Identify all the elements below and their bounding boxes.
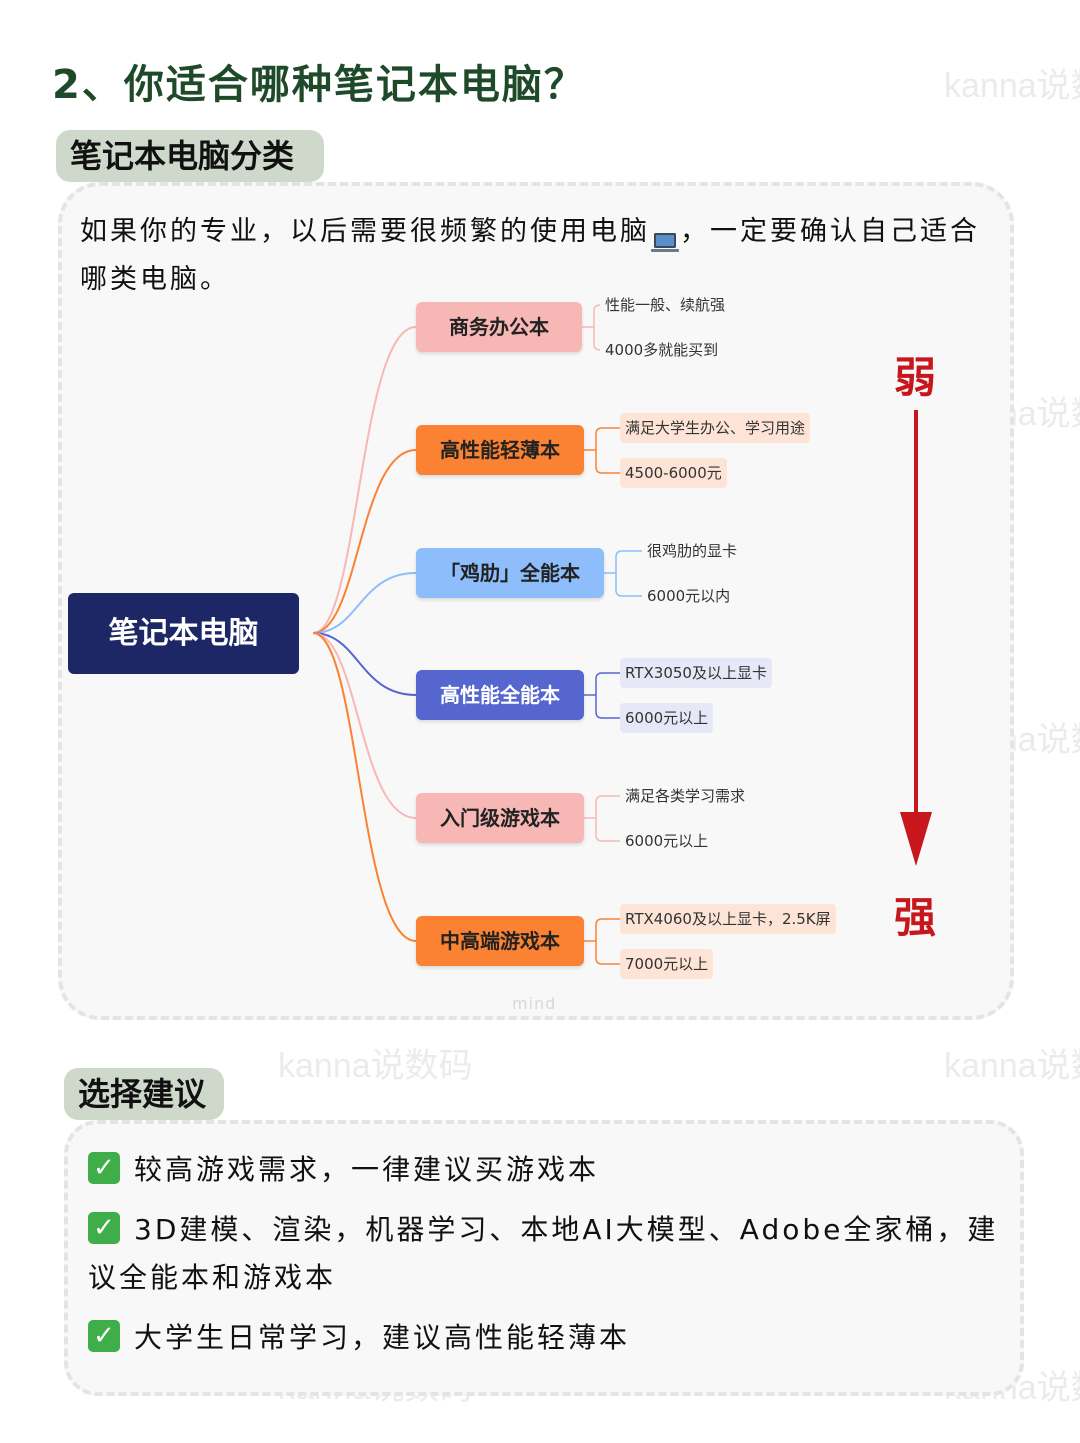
watermark: kanna说数码 (944, 1047, 1080, 1085)
section-heading-advice: 选择建议 (64, 1068, 224, 1120)
mindmap-connector (312, 572, 417, 634)
check-icon: ✓ (88, 1152, 120, 1184)
mindmap-branch-node: 商务办公本 (416, 302, 582, 352)
mindmap-leaf-detail: 满足各类学习需求 (625, 787, 746, 805)
intro-text: 如果你的专业，以后需要很频繁的使用电脑，一定要确认自己适合哪类电脑。 (80, 208, 1000, 304)
mindmap-leaf-detail: RTX3050及以上显卡 (620, 658, 772, 688)
mindmap-branch-node: 高性能全能本 (416, 670, 584, 720)
advice-item-text: 大学生日常学习，建议高性能轻薄本 (134, 1321, 631, 1354)
advice-item-text: 较高游戏需求，一律建议买游戏本 (134, 1153, 600, 1186)
mindmap-leaf-connector (584, 918, 620, 965)
advice-item: ✓ 较高游戏需求，一律建议买游戏本 (88, 1146, 1006, 1194)
mindmap-connector (312, 326, 417, 634)
mindmap-connector (312, 632, 417, 819)
mindmap-branch-node: 「鸡肋」全能本 (416, 548, 604, 598)
mindmap-leaf-detail: 满足大学生办公、学习用途 (620, 413, 811, 443)
mindmap-leaf-detail: 6000元以上 (625, 832, 709, 850)
laptop-icon (650, 222, 680, 252)
mindmap-leaf-detail: 6000元以内 (647, 587, 731, 605)
intro-text-part1: 如果你的专业，以后需要很频繁的使用电脑 (80, 216, 650, 247)
intro-text-part2: ，一定要确认自己适合哪类电脑。 (80, 216, 980, 295)
watermark: kanna说数码 (278, 1047, 473, 1085)
mindmap-leaf-connector (584, 427, 620, 474)
mindmap-branch-node: 中高端游戏本 (416, 916, 584, 966)
scale-weak-label: 弱 (894, 353, 937, 402)
mindmap-leaf-connector (604, 550, 642, 597)
mindmap-credit: mind (512, 994, 557, 1013)
mindmap-leaf-detail: 性能一般、续航强 (605, 296, 726, 314)
mindmap-leaf-detail: 很鸡肋的显卡 (647, 542, 738, 560)
mindmap-connector (312, 632, 417, 696)
advice-item: ✓ 大学生日常学习，建议高性能轻薄本 (88, 1314, 1006, 1362)
mindmap-branch-node: 高性能轻薄本 (416, 425, 584, 475)
mindmap-leaf-detail: 4000多就能买到 (605, 341, 719, 359)
advice-item: ✓3D建模、渲染，机器学习、本地AI大模型、Adobe全家桶，建议全能本和游戏本 (88, 1206, 1006, 1302)
scale-strong-label: 强 (894, 893, 937, 942)
mindmap-root: 笔记本电脑 (68, 593, 299, 674)
advice-item-text: 3D建模、渲染，机器学习、本地AI大模型、Adobe全家桶，建议全能本和游戏本 (88, 1213, 999, 1294)
page-title: 2、你适合哪种笔记本电脑？ (52, 62, 586, 108)
mindmap-connector (312, 449, 417, 634)
strength-arrow (900, 410, 932, 866)
mindmap-leaf-detail: 4500-6000元 (620, 458, 727, 488)
mindmap-leaf-detail: 6000元以上 (620, 703, 714, 733)
mindmap-leaf-connector (584, 672, 620, 719)
mindmap-branch-node: 入门级游戏本 (416, 793, 584, 843)
advice-panel (64, 1120, 1024, 1396)
mindmap-leaf-detail: 7000元以上 (620, 949, 714, 979)
check-icon: ✓ (88, 1320, 120, 1352)
check-icon: ✓ (88, 1212, 120, 1244)
mindmap-leaf-detail: RTX4060及以上显卡，2.5K屏 (620, 904, 836, 934)
mindmap-leaf-connector (584, 795, 620, 842)
watermark: kanna说数码 (944, 67, 1080, 105)
mindmap-leaf-connector (582, 304, 601, 351)
section-heading-classification: 笔记本电脑分类 (56, 130, 324, 182)
mindmap-connector (312, 632, 417, 942)
